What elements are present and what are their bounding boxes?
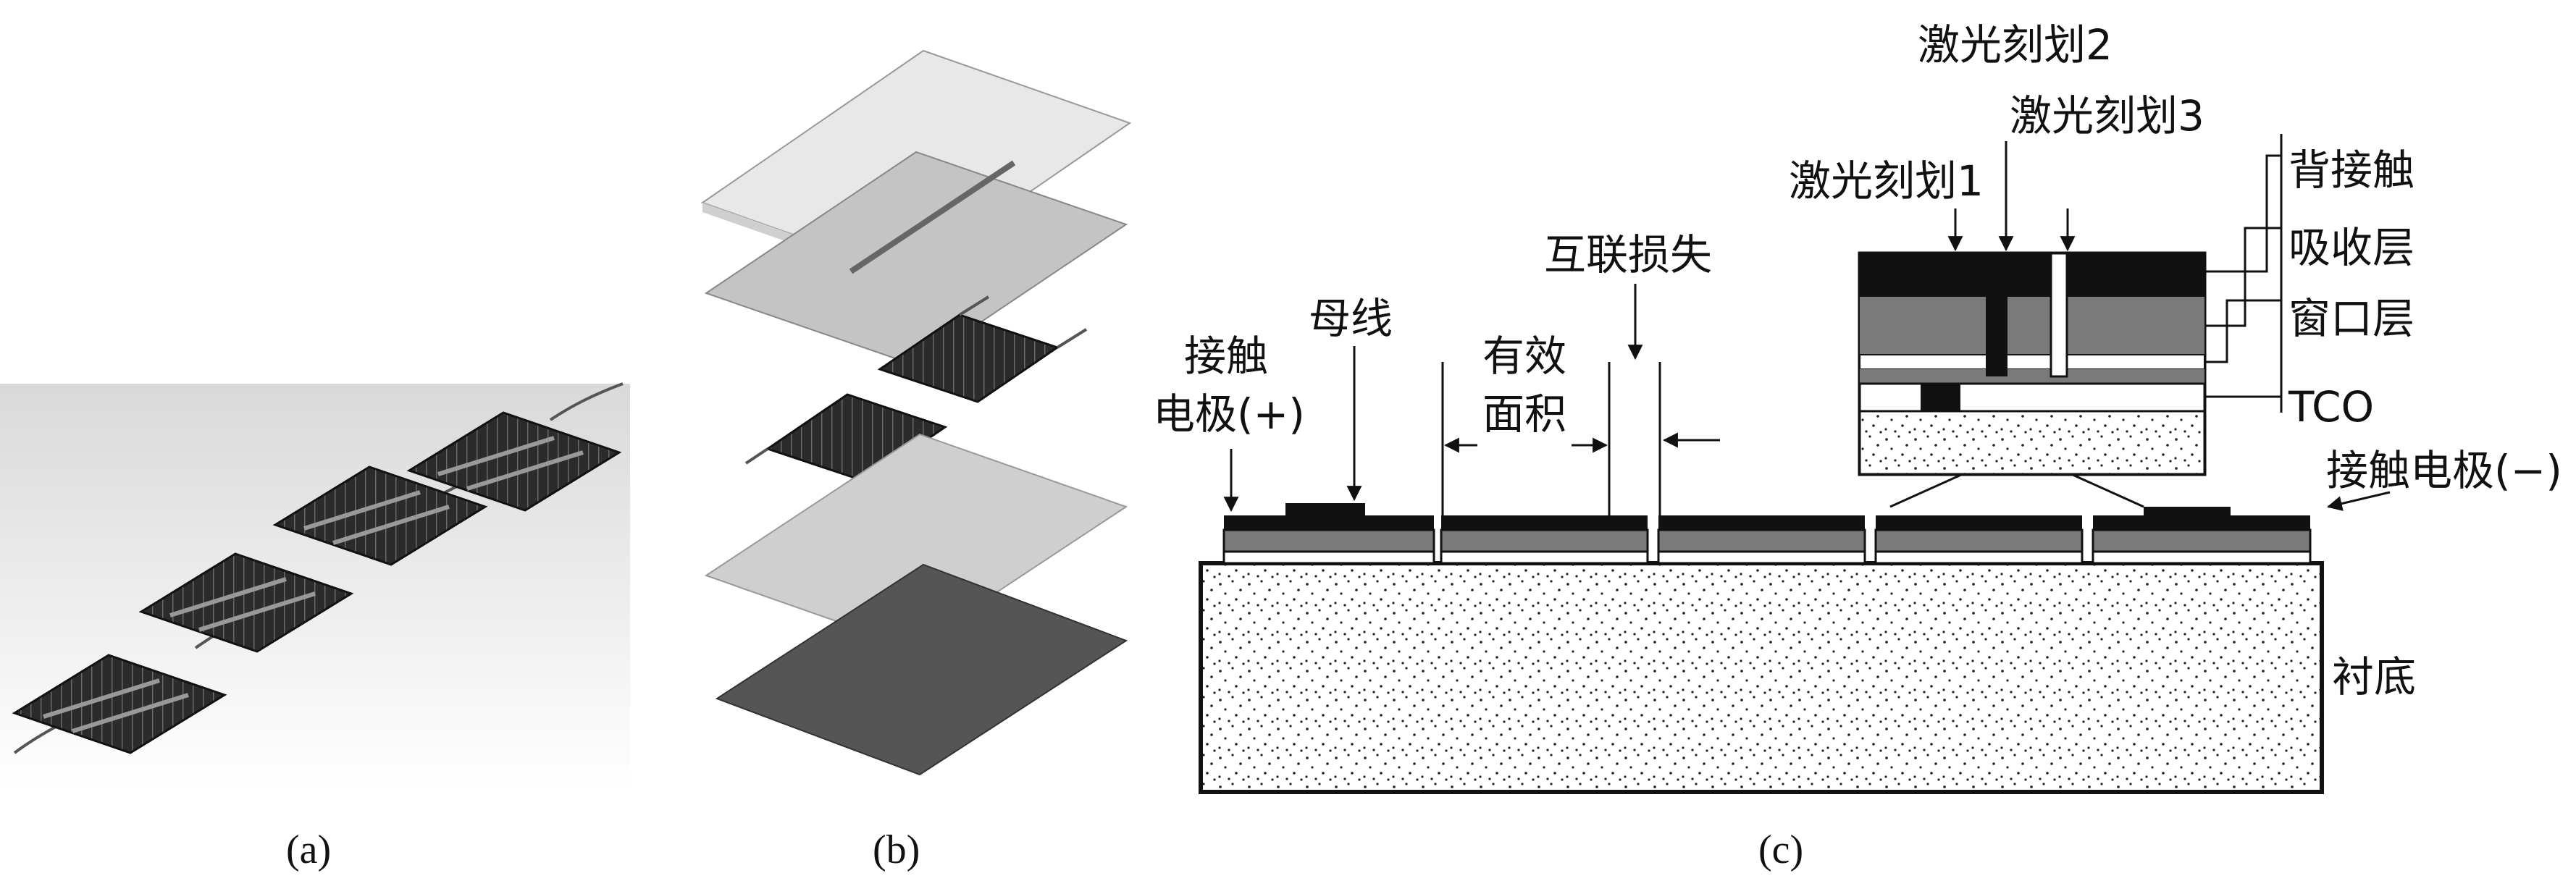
label-contact-negative: 接触电极(−) (2326, 446, 2562, 495)
dimension-lines (1441, 362, 1720, 515)
label-scribe-2: 激光刻划2 (1918, 20, 2113, 69)
cell-4 (406, 411, 622, 512)
label-interconnect-loss: 互联损失 (1544, 230, 1712, 279)
layer-leaders (2204, 134, 2283, 413)
panel-c-cross-section (1199, 134, 2391, 794)
label-busbar: 母线 (1309, 294, 1393, 343)
label-active-area-1: 有效 (1482, 332, 1566, 381)
cell-3 (272, 465, 488, 566)
caption-c: (c) (1758, 827, 1803, 872)
label-substrate: 衬底 (2332, 652, 2416, 701)
back-sheet (715, 563, 1128, 776)
caption-b: (b) (873, 827, 920, 872)
label-contact-positive-1: 接触 (1184, 332, 1268, 381)
thin-film-cells (1222, 503, 2312, 565)
substrate-block (1199, 561, 2324, 794)
label-back-contact: 背接触 (2288, 146, 2415, 195)
label-window-layer: 窗口层 (2288, 294, 2415, 343)
caption-a: (a) (286, 827, 331, 872)
encapsulant-top (704, 151, 1128, 367)
zoom-inset (1858, 251, 2207, 508)
label-scribe-3: 激光刻划3 (2010, 91, 2204, 140)
label-absorber: 吸收层 (2288, 223, 2415, 272)
cell-1 (12, 654, 227, 754)
label-tco: TCO (2288, 382, 2374, 431)
callout-arrows (1223, 141, 2391, 513)
cell-2 (138, 552, 354, 653)
label-scribe-1: 激光刻划1 (1789, 156, 1984, 206)
panel-b-exploded-module (700, 49, 1132, 776)
label-contact-positive-2: 电极(+) (1153, 389, 1305, 439)
panel-a-photo (0, 382, 630, 789)
label-active-area-2: 面积 (1482, 389, 1566, 439)
